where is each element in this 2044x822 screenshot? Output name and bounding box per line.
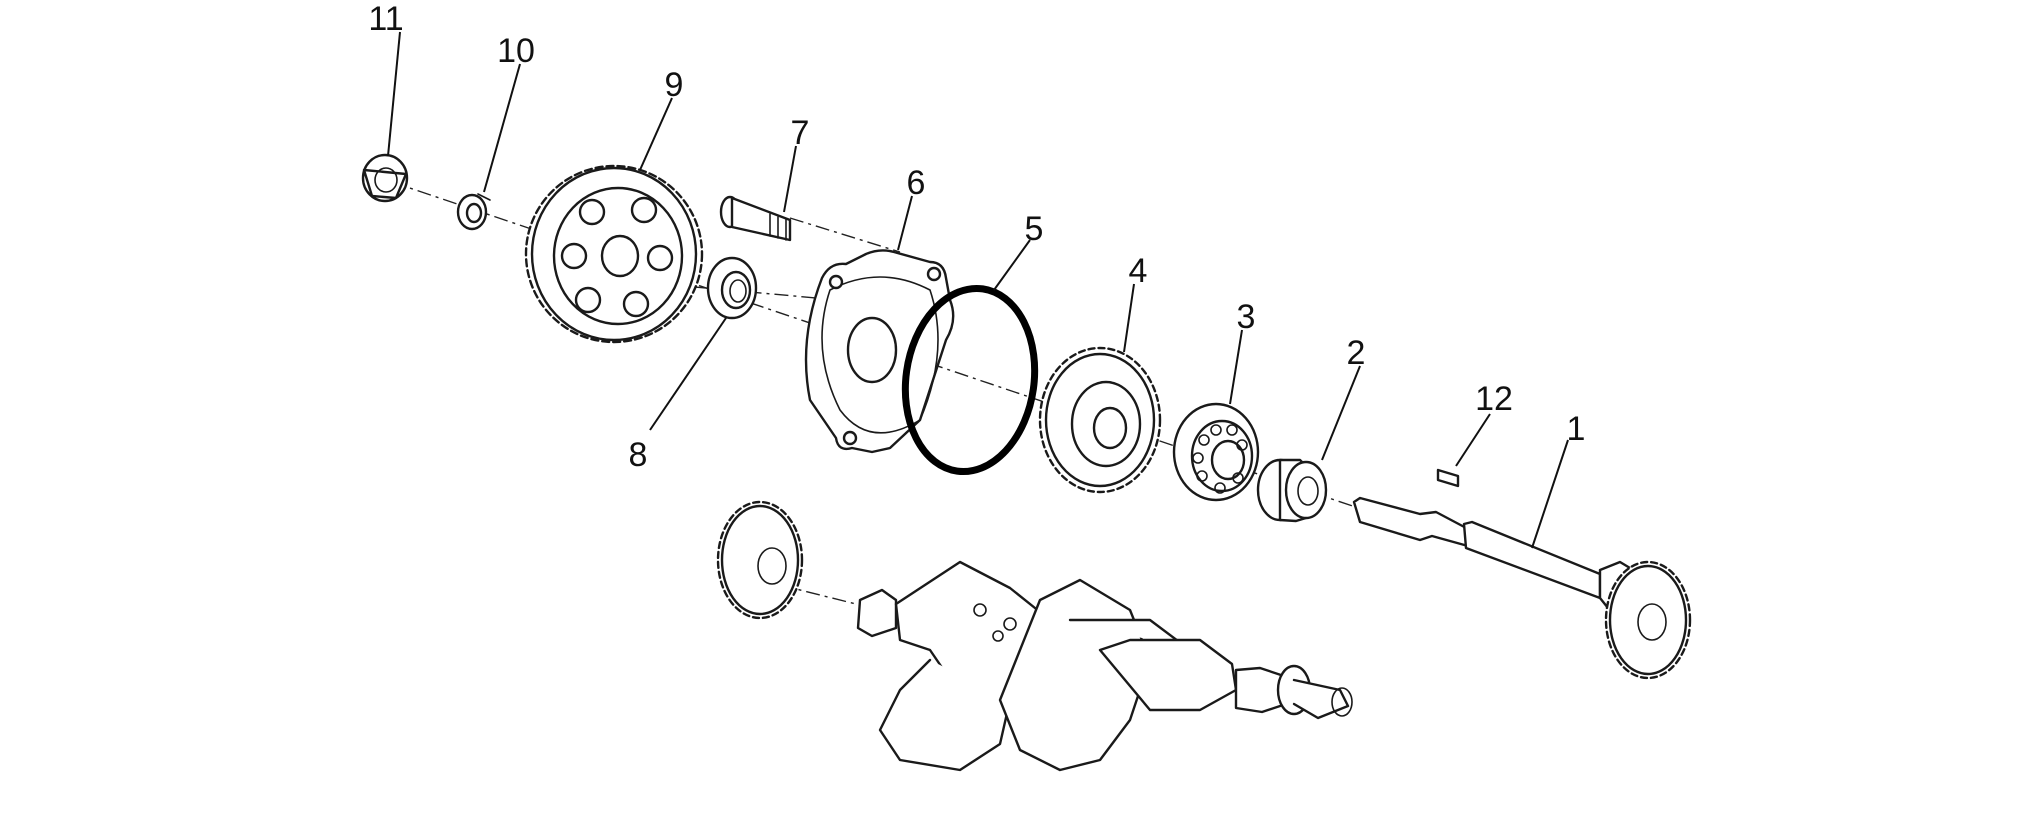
part-1-gear-shaft[interactable] [1352,496,1692,680]
part-7-bolt[interactable] [719,195,792,242]
leader-lines [387,31,1569,549]
part-3-ball-bearing[interactable] [1172,402,1260,502]
part-10-circlip[interactable] [456,193,491,231]
callout-4: 4 [1129,252,1148,290]
part-9-large-gear[interactable] [524,164,704,344]
bolt-axis [789,217,901,253]
part-6-cover-plate[interactable] [804,249,955,454]
callout-2: 2 [1347,334,1366,372]
callout-6: 6 [907,164,926,202]
callout-1: 1 [1567,410,1586,448]
callout-7: 7 [791,114,810,152]
part-11-nut[interactable] [361,153,409,203]
callout-12: 12 [1475,380,1513,418]
callout-5: 5 [1025,210,1044,248]
callout-8: 8 [629,436,648,474]
callouts: 11 10 9 7 6 5 4 3 2 12 1 8 [368,0,1585,474]
part-4-small-gear[interactable] [1038,346,1162,494]
part-2-bushing[interactable] [1256,458,1328,523]
callout-9: 9 [665,66,684,104]
part-12-key[interactable] [1436,468,1460,488]
part-8-oil-seal[interactable] [706,256,758,320]
callout-10: 10 [497,32,535,70]
crankshaft-assembly[interactable] [716,500,1353,772]
callout-3: 3 [1237,298,1256,336]
callout-11: 11 [368,0,403,38]
part-5-o-ring[interactable] [894,280,1046,480]
